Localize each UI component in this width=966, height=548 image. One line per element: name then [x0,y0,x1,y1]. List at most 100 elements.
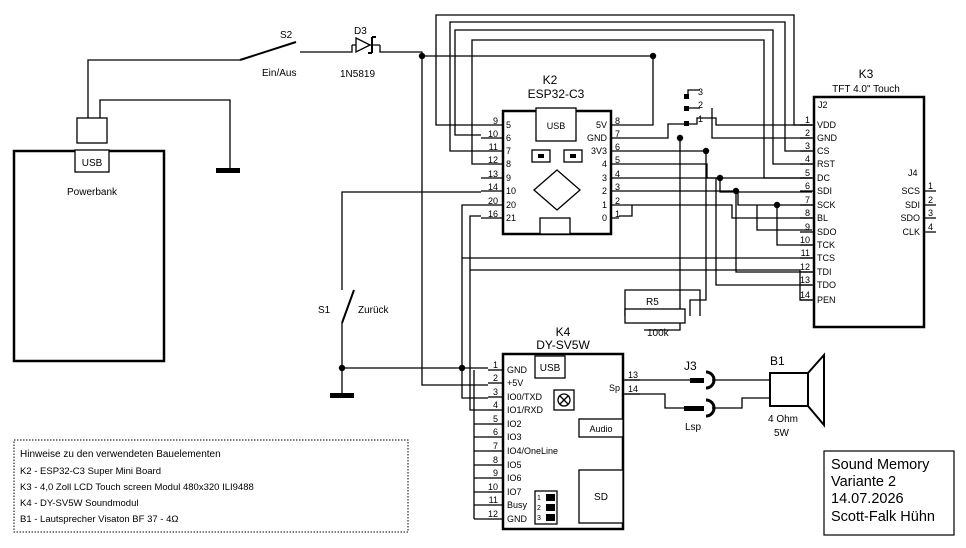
k4-pin-label: IO3 [507,432,522,442]
k2-pin-number: 9 [493,116,498,126]
k3-pin-number: 13 [800,275,810,285]
k4-pin-label: IO5 [507,460,522,470]
k2-pin-label: 0 [602,213,607,223]
k4-dip-label: 2 [537,505,541,512]
jumper-pin [684,94,689,99]
k3-pin-label: BL [817,213,828,223]
k3-pin-label: TCS [817,253,835,263]
k2-name: ESP32-C3 [528,87,585,101]
k3-pin-number: 11 [801,248,810,258]
k2-pin-label: 5V [596,120,607,130]
k4-pin-number: 11 [489,495,498,505]
k3-pin-number: 5 [805,168,810,178]
k4-sd [578,469,624,524]
k3-pin-label: TDO [817,280,836,290]
speaker-icon [769,372,809,407]
k4-name: DY-SV5W [536,338,590,352]
k2-pin-number: 8 [615,116,620,126]
k4-sp-pin: 14 [628,384,638,394]
k2-pin-number: 3 [615,182,620,192]
k2-pin-label: 1 [602,200,607,210]
k4-pin-label: GND [507,365,528,375]
k3-pin-label: TDI [817,267,832,277]
k3-j4-label: J4 [908,168,918,178]
k3-pin-number: 9 [805,222,810,232]
k3-pin-number: 2 [805,128,810,138]
k4-pin-number: 2 [493,373,498,383]
jumper-pin-label: 3 [698,87,703,97]
d3-ref: D3 [354,26,367,37]
k4-dip-label: 1 [537,495,541,502]
k2-pin-number: 16 [488,209,498,219]
jumper-pin-label: 2 [698,100,703,110]
k4-pin-number: 4 [493,400,498,410]
module-k4: K4 DY-SV5W USB Audio SD Sp 13 14 1 2 3 1… [488,325,640,531]
connector-j3: J3 [684,359,716,390]
resistor-r5: R5 100k [624,297,686,339]
k4-pin-number: 8 [493,455,498,465]
k3-j4-label: SCS [901,186,920,196]
k3-pin-label: SCK [817,200,836,210]
k4-pin-label: Busy [507,500,528,510]
k4-audio-label: Audio [589,424,612,434]
k2-ref: K2 [543,73,558,87]
k3-j4-label: SDO [900,213,920,223]
lsp-ref: Lsp [685,422,702,433]
k2-pin-label: 8 [506,159,511,169]
usb-port [74,149,110,173]
k4-pin-label: IO7 [507,487,522,497]
wires [87,14,936,520]
d3-part: 1N5819 [340,69,375,80]
title-line: Sound Memory [831,457,930,473]
k4-pin-number: 1 [493,360,498,370]
switch-icon [239,41,297,61]
k3-pin-label: PEN [817,295,836,305]
resistor-icon [624,308,686,324]
jack-icon [705,398,716,418]
k3-pin-number: 10 [800,235,810,245]
k2-pin-number: 7 [615,129,620,139]
k3-pin-number: 6 [805,181,810,191]
k4-pin-label: IO2 [507,419,522,429]
k4-pin-number: 3 [493,387,498,397]
k2-pin-number: 13 [488,169,498,179]
k2-pin-number: 1 [615,209,620,219]
switch-icon [341,289,355,324]
jumper-pin-label: 1 [698,114,703,124]
k3-j4-number: 2 [928,195,933,205]
notes-line: K4 - DY-SV5W Soundmodul [20,498,138,509]
s2-label: Ein/Aus [262,68,296,79]
ground-icon [330,393,354,398]
k3-j4-number: 4 [928,222,933,232]
k3-body [812,95,926,329]
k2-pin-number: 12 [488,155,498,165]
powerbank-body [12,149,166,363]
diode-icon [355,36,372,54]
k4-pin-number: 6 [493,427,498,437]
k2-pin-number: 11 [489,142,498,152]
j3-ref: J3 [684,359,697,373]
k3-pin-number: 8 [805,208,810,218]
notes-box: Hinweise zu den verwendeten Bauelementen… [13,439,409,533]
k4-sp-label: Sp [609,383,620,393]
k4-pin-number: 10 [488,482,498,492]
k2-pin-number: 6 [615,142,620,152]
k2-chip [533,169,581,211]
notes-line: K2 - ESP32-C3 Super Mini Board [20,466,161,477]
k4-pin-number: 5 [493,414,498,424]
k3-pin-label: SDO [817,227,837,237]
k2-pin-number: 2 [615,196,620,206]
b1-ref: B1 [770,354,785,368]
k4-sp-pin: 13 [628,370,638,380]
r5-ref: R5 [646,297,659,308]
title-line: Variante 2 [831,474,896,490]
k3-j2-label: J2 [818,100,828,110]
jumper-selector: 3 2 1 [684,87,703,126]
powerbank: USB Powerbank [12,117,166,363]
title-block: Sound Memory Variante 2 14.07.2026 Scott… [823,450,955,536]
powerbank-title: Powerbank [67,187,118,198]
junction-dots [338,52,781,372]
k4-usb-label: USB [540,363,561,374]
